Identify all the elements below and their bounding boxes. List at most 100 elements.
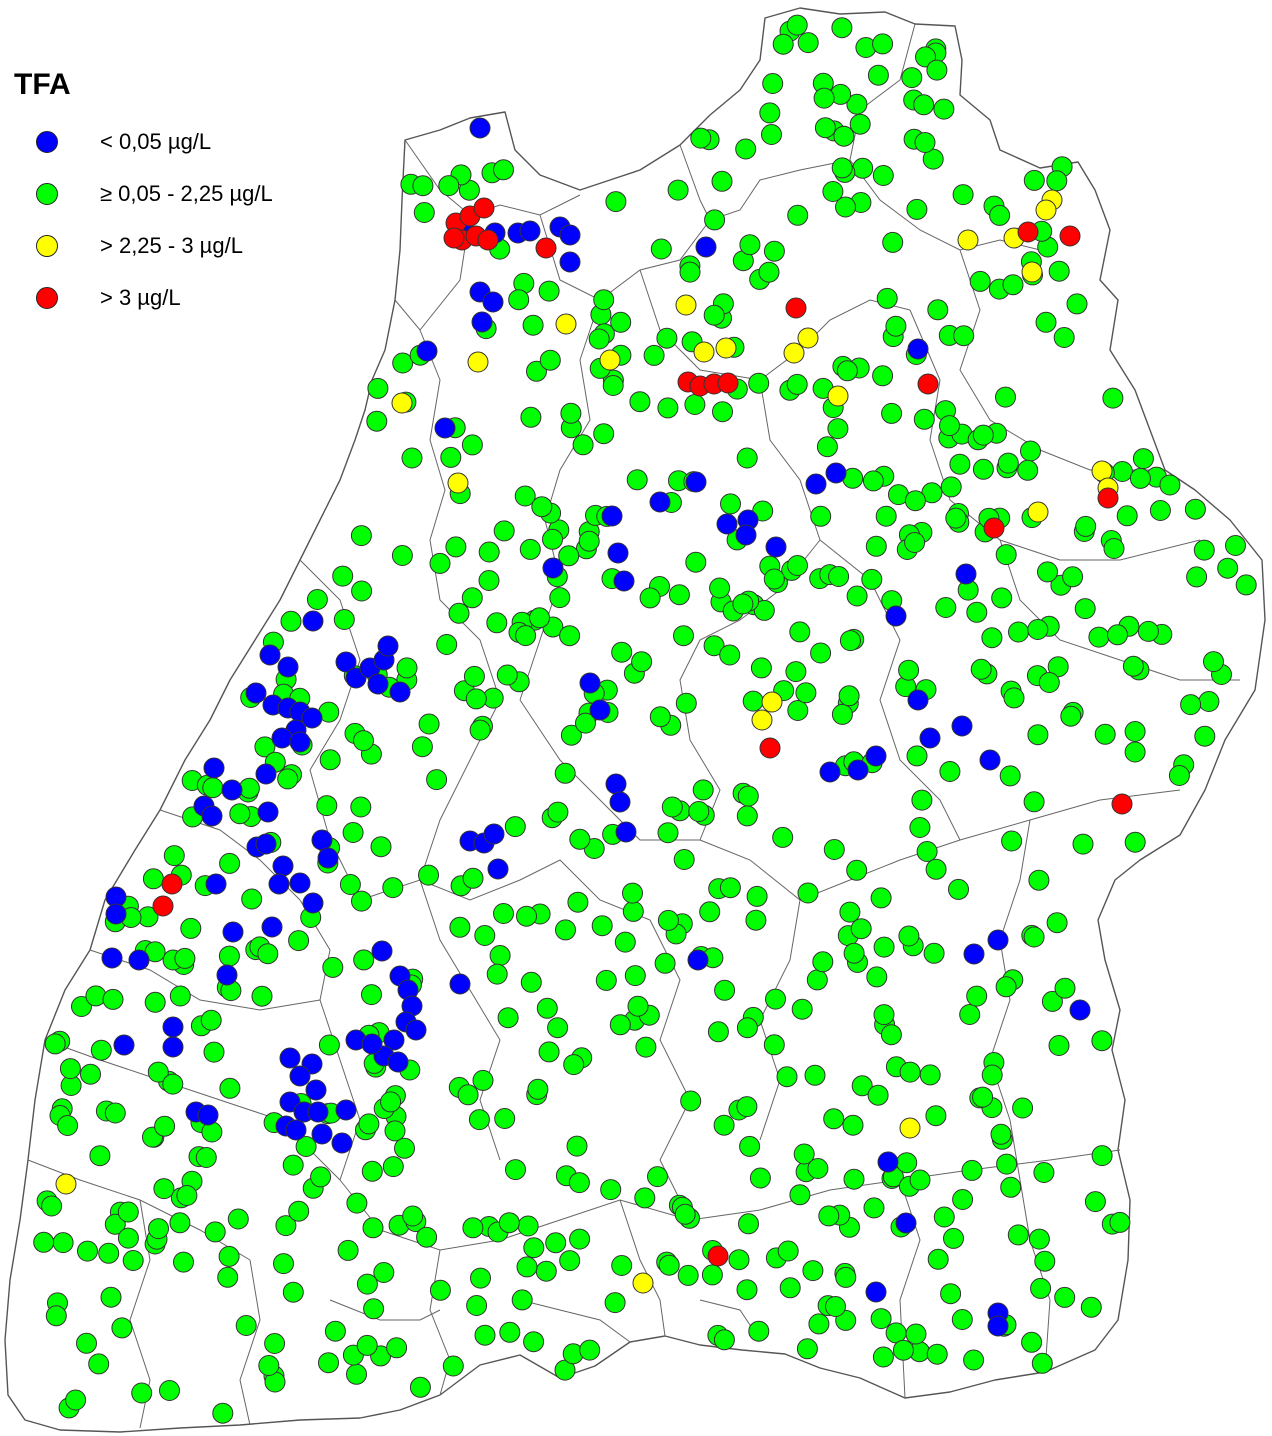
site-marker-green (380, 1091, 402, 1113)
site-marker-green (1198, 691, 1220, 712)
site-marker-yellow (783, 342, 805, 364)
site-marker-green (634, 1187, 656, 1209)
site-marker-green (163, 845, 185, 867)
site-marker-green (516, 1256, 538, 1278)
site-marker-green (1023, 169, 1045, 191)
site-marker-green (862, 470, 884, 492)
site-marker-green (647, 1166, 668, 1188)
site-marker-green (538, 1041, 560, 1063)
legend-label-blue: < 0,05 µg/L (100, 129, 212, 154)
site-marker-blue (271, 727, 293, 749)
site-marker-green (264, 1333, 286, 1354)
site-marker-green (831, 17, 853, 39)
site-marker-green (567, 891, 589, 913)
legend-swatch-blue (36, 131, 58, 153)
site-marker-red (759, 737, 781, 759)
site-marker-blue (907, 338, 929, 360)
site-marker-green (996, 1153, 1018, 1175)
site-marker-green (218, 1245, 240, 1267)
site-marker-green (438, 175, 460, 197)
site-marker-green (497, 1007, 519, 1029)
site-marker-green (1122, 655, 1144, 677)
site-marker-yellow (1035, 199, 1057, 221)
site-marker-green (825, 1296, 846, 1317)
site-marker-blue (101, 947, 123, 969)
site-marker-green (813, 87, 835, 109)
site-marker-green (520, 406, 542, 428)
site-marker-yellow (599, 349, 621, 371)
site-marker-green (793, 1143, 815, 1165)
site-marker-green (925, 1105, 947, 1127)
site-marker-red (473, 197, 495, 219)
site-marker-green (212, 1402, 234, 1424)
site-marker-yellow (715, 337, 737, 359)
site-marker-green (346, 1192, 368, 1214)
site-marker-green (169, 1212, 191, 1234)
site-marker-green (746, 885, 768, 907)
site-marker-green (241, 888, 263, 910)
site-marker-green (639, 587, 661, 609)
site-marker-green (505, 1159, 526, 1181)
site-marker-green (748, 372, 770, 394)
site-marker-green (959, 1004, 981, 1025)
site-marker-green (838, 685, 860, 707)
site-marker-green (882, 231, 904, 253)
site-marker-green (153, 1178, 175, 1200)
site-marker-green (901, 67, 923, 89)
site-marker-green (520, 971, 542, 993)
site-marker-green (361, 984, 382, 1006)
site-marker-green (102, 988, 124, 1010)
site-marker-green (529, 607, 550, 629)
site-marker-green (493, 159, 514, 181)
site-marker-green (563, 1054, 585, 1076)
site-marker-green (789, 1184, 811, 1206)
site-marker-green (1007, 1224, 1029, 1246)
site-marker-blue (305, 1079, 327, 1101)
site-marker-green (411, 736, 433, 758)
site-marker-green (489, 945, 511, 966)
site-marker-green (1031, 1352, 1053, 1374)
site-marker-green (316, 795, 338, 817)
site-marker-green (1235, 574, 1257, 596)
site-marker-blue (482, 291, 504, 313)
site-marker-green (933, 1206, 955, 1228)
site-marker-green (870, 1308, 892, 1330)
site-marker-green (288, 930, 310, 952)
site-marker-green (1203, 651, 1224, 673)
legend-item-yellow: > 2,25 - 3 µg/L (12, 220, 273, 272)
site-marker-green (235, 1315, 257, 1336)
site-marker-yellow (899, 1117, 921, 1139)
site-marker-red (707, 1245, 729, 1267)
site-marker-green (44, 1033, 66, 1055)
site-marker-green (514, 485, 536, 507)
site-marker-green (927, 1248, 949, 1270)
site-marker-red (1111, 793, 1133, 815)
site-marker-blue (377, 635, 399, 657)
site-marker-green (953, 325, 975, 347)
site-marker-green (736, 1096, 758, 1118)
site-marker-green (785, 661, 807, 683)
site-marker-green (77, 1240, 98, 1262)
site-marker-red (1059, 225, 1081, 247)
site-marker-green (1060, 705, 1082, 727)
site-marker-green (885, 315, 907, 337)
site-marker-blue (469, 117, 491, 139)
site-marker-blue (987, 929, 1009, 951)
site-marker-green (611, 641, 633, 663)
site-marker-green (850, 918, 872, 940)
site-marker-green (1041, 990, 1063, 1012)
site-marker-green (282, 1154, 304, 1176)
site-marker-blue (317, 847, 339, 869)
site-marker-blue (105, 903, 127, 925)
site-marker-green (872, 33, 894, 55)
site-marker-green (776, 1066, 798, 1088)
site-marker-green (904, 532, 926, 553)
site-marker-green (588, 328, 610, 350)
site-marker-green (735, 138, 757, 160)
legend-swatch-green (36, 183, 58, 205)
site-marker-green (569, 1228, 591, 1250)
site-marker-green (547, 1017, 569, 1039)
site-marker-green (1012, 1097, 1034, 1119)
site-marker-green (1002, 274, 1024, 296)
